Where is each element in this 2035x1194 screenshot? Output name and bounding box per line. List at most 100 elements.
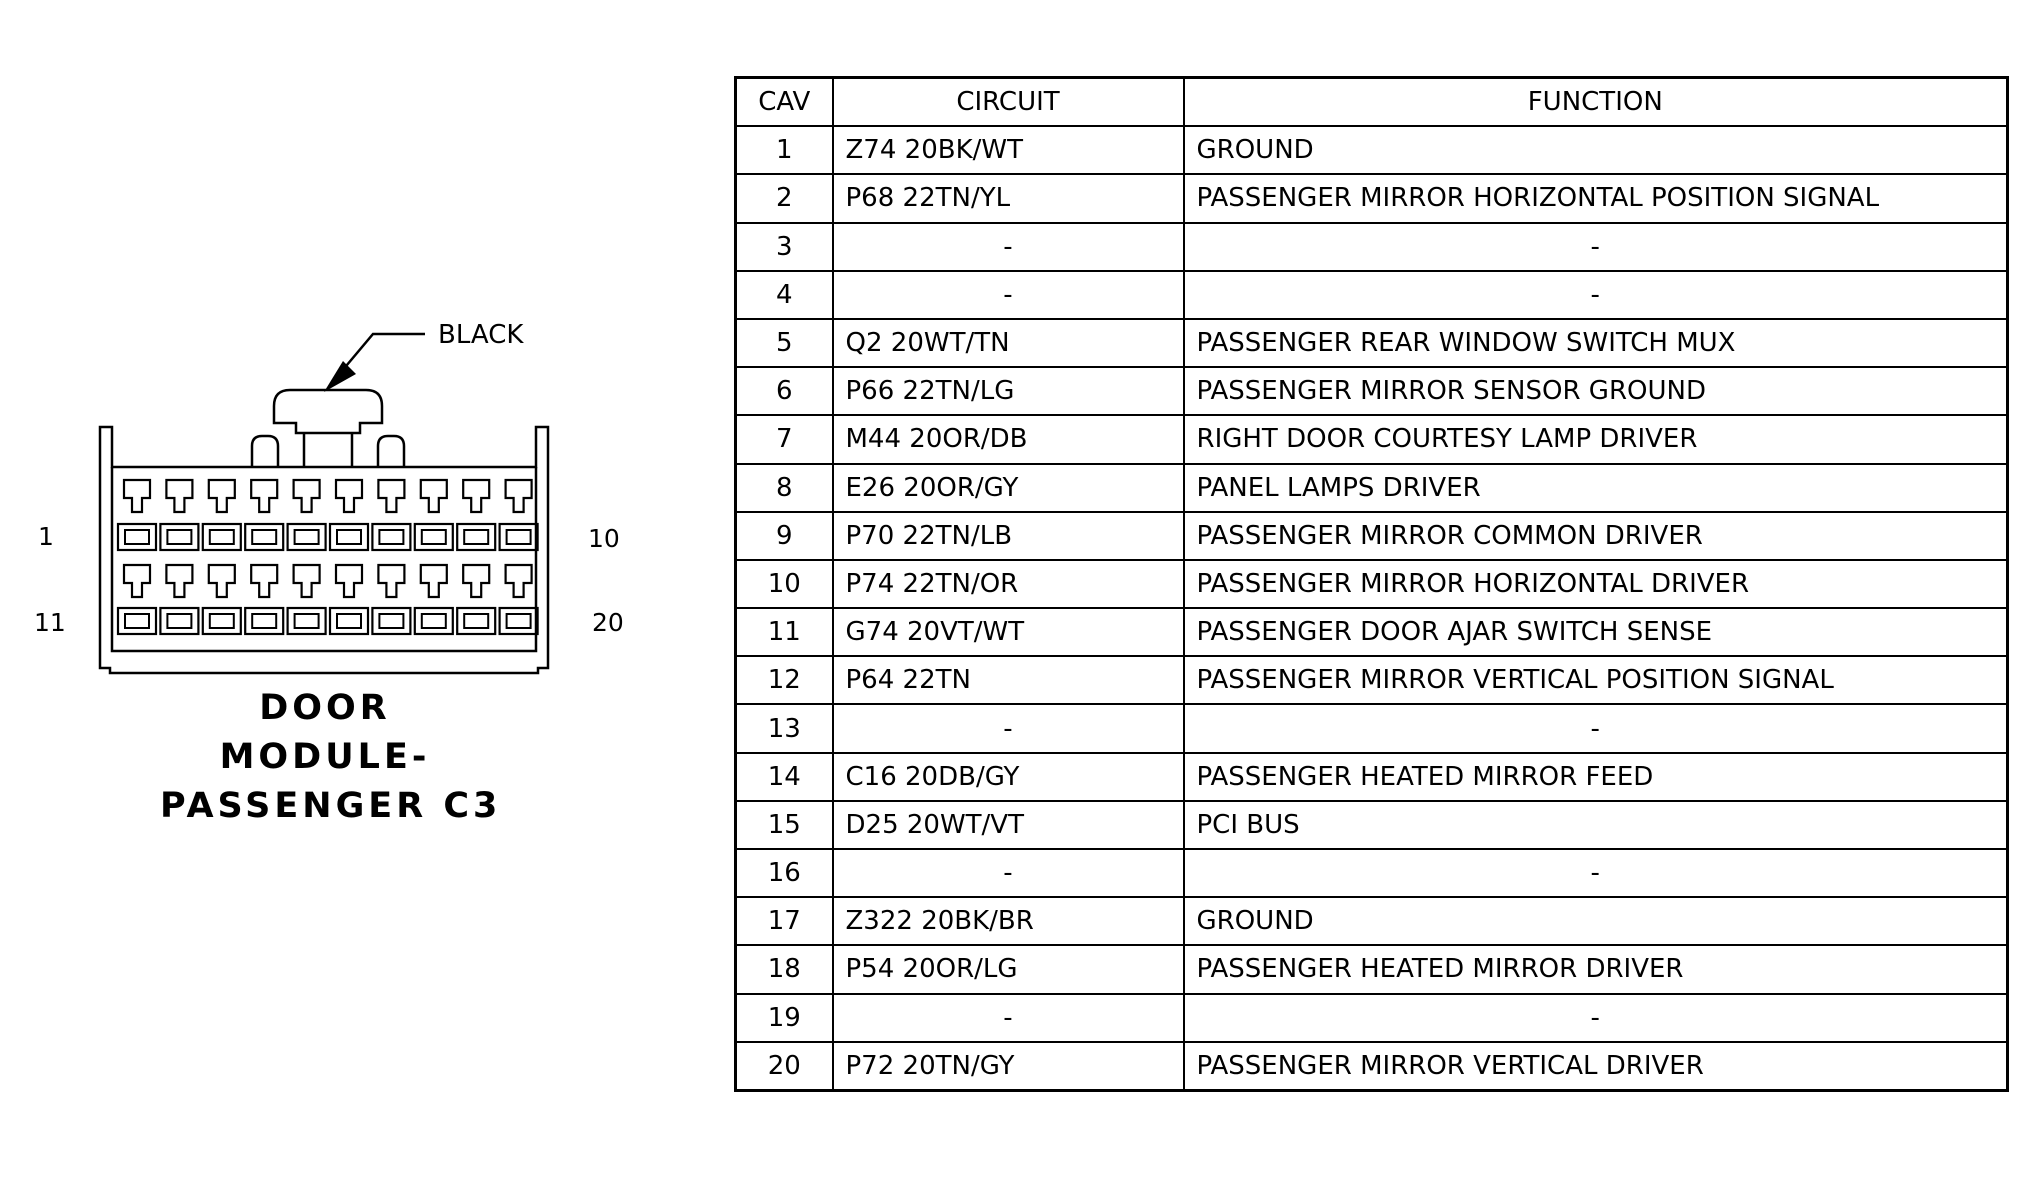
cell-cav: 16 [734,847,834,899]
terminal-cavity-inner [251,529,278,545]
cell-cav: 5 [734,317,834,369]
terminal-cavity [371,606,412,636]
terminal-cavity [244,522,285,552]
terminal-cavity-inner [124,529,150,545]
table-row: 16-- [734,847,2009,899]
terminal-cavity [328,522,370,552]
cell-function: PASSENGER MIRROR VERTICAL POSITION SIGNA… [1182,655,2009,706]
cell-cav: 8 [734,462,834,513]
cell-cav: 15 [734,799,834,851]
cell-cav: 3 [734,221,834,272]
cell-function: PASSENGER MIRROR VERTICAL DRIVER [1182,1040,2009,1092]
cell-function: GROUND [1182,125,2009,176]
cell-circuit: P66 22TN/LG [831,366,1185,417]
table-row: 3-- [734,221,2009,272]
table-row: 4-- [734,269,2009,320]
cell-circuit: Q2 20WT/TN [831,317,1185,369]
connector-cavity-outline [110,467,538,653]
table-row: 19-- [734,992,2009,1043]
terminal-cavity [498,522,539,552]
terminal-tab [334,478,364,514]
terminal-tab [207,478,236,514]
cell-function: - [1182,992,2009,1043]
terminal-cavity-inner [420,529,447,545]
cell-circuit: - [831,992,1185,1043]
terminal-tab [419,563,448,599]
cell-function: - [1182,221,2009,272]
cell-cav: 11 [734,607,834,658]
cell-cav: 9 [734,510,834,561]
terminal-cavity [328,606,370,636]
terminal-cavity [244,606,285,636]
color-leader-line [335,332,425,379]
cell-function: RIGHT DOOR COURTESY LAMP DRIVER [1182,414,2009,465]
terminal-cavity [116,606,158,636]
cell-function: PASSENGER MIRROR HORIZONTAL POSITION SIG… [1182,173,2009,224]
cell-function: - [1182,269,2009,320]
terminal-cavity [456,522,497,552]
terminal-tab [377,478,406,514]
cell-function: - [1182,703,2009,754]
cell-circuit: E26 20OR/GY [831,462,1185,513]
cell-function: PANEL LAMPS DRIVER [1182,462,2009,513]
terminal-cavity-inner [208,613,235,629]
cell-circuit: P74 22TN/OR [831,558,1185,610]
connector-latch [272,388,384,435]
cell-circuit: - [831,703,1185,754]
terminal-cavity-inner [208,529,235,545]
cell-cav: 7 [734,414,834,465]
terminal-cavity-inner [505,529,532,545]
terminal-cavity-inner [293,613,320,629]
table-header-row: CAV CIRCUIT FUNCTION [734,76,2009,128]
pin-label-bottom-right: 20 [592,608,624,637]
connector-title-line-3: PASSENGER C3 [160,786,502,826]
cell-cav: 20 [734,1040,834,1092]
connector-title-line-1: DOOR [259,688,391,728]
color-leader-arrowhead [324,361,356,392]
cell-circuit: P70 22TN/LB [831,510,1185,561]
cell-cav: 10 [734,558,834,610]
latch-post-left [250,434,280,467]
terminal-tab [504,478,533,514]
cell-cav: 12 [734,655,834,706]
terminal-tab [207,563,236,599]
terminal-cavity-inner [463,529,490,545]
cell-function: PASSENGER HEATED MIRROR FEED [1182,751,2009,802]
terminal-cavity [159,522,200,552]
cell-function: PASSENGER MIRROR COMMON DRIVER [1182,510,2009,561]
cell-cav: 6 [734,366,834,417]
connector-title-line-2: MODULE- [219,737,431,777]
pin-label-top-right: 10 [588,524,620,553]
connector-terminals [116,478,539,636]
cell-circuit: Z74 20BK/WT [831,125,1185,176]
terminal-tab [462,563,491,599]
terminal-cavity-inner [124,613,150,629]
cell-function: PASSENGER DOOR AJAR SWITCH SENSE [1182,607,2009,658]
header-circuit: CIRCUIT [831,76,1185,128]
pin-label-top-left: 1 [38,522,54,551]
terminal-tab [122,563,152,599]
cell-function: PASSENGER MIRROR SENSOR GROUND [1182,366,2009,417]
header-cav: CAV [734,76,834,128]
header-function: FUNCTION [1182,76,2009,128]
terminal-tab [250,563,279,599]
terminal-cavity-inner [336,529,362,545]
cell-cav: 18 [734,944,834,995]
cell-function: PASSENGER MIRROR HORIZONTAL DRIVER [1182,558,2009,610]
cell-circuit: M44 20OR/DB [831,414,1185,465]
terminal-tab [377,563,406,599]
terminal-cavity [413,522,454,552]
